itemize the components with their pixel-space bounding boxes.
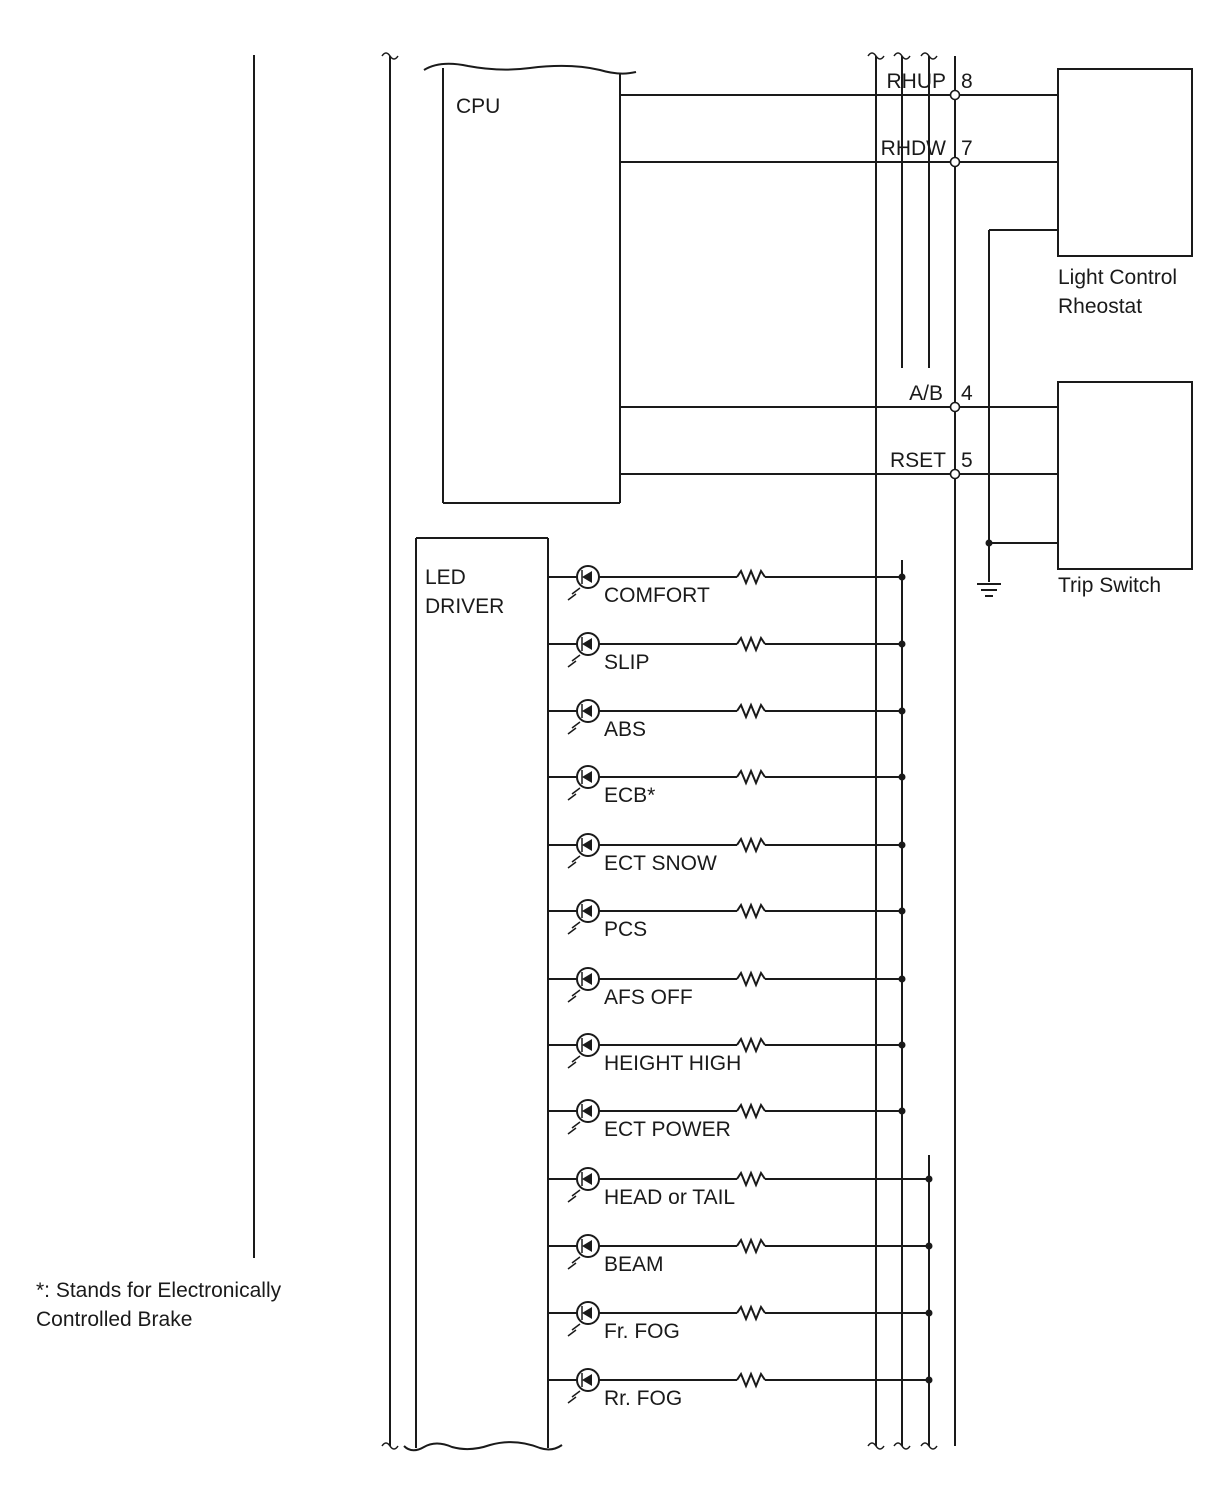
indicator-row: BEAM (548, 1234, 933, 1276)
led-icon (567, 899, 600, 935)
footnote-line2: Controlled Brake (36, 1308, 192, 1331)
pin-number: 8 (961, 70, 973, 93)
footnote-line1: *: Stands for Electronically (36, 1279, 282, 1302)
ecu-boundary-left (381, 52, 399, 1450)
indicator-label: HEAD or TAIL (604, 1186, 735, 1209)
indicator-row: Rr. FOG (548, 1368, 933, 1410)
indicator-label: ECT POWER (604, 1118, 731, 1141)
trip-switch-box (1057, 381, 1193, 570)
indicator-row: ECT SNOW (548, 833, 906, 875)
led-icon (567, 1234, 600, 1270)
resistor-icon (736, 1237, 766, 1255)
indicator-row: HEIGHT HIGH (548, 1033, 906, 1075)
indicator-label: AFS OFF (604, 986, 693, 1009)
junction-dot (898, 640, 906, 648)
led-icon (567, 833, 600, 869)
led-icon (567, 1301, 600, 1337)
led-icon (567, 1167, 600, 1203)
signal-label: RHDW (881, 137, 946, 160)
pin-number: 4 (961, 382, 973, 405)
indicator-row: SLIP (548, 632, 906, 674)
ground-icon (977, 583, 1001, 597)
resistor-icon (736, 1170, 766, 1188)
resistor-icon (736, 702, 766, 720)
resistor-icon (736, 1371, 766, 1389)
ground-wiring (988, 229, 1058, 582)
indicator-label: SLIP (604, 651, 650, 674)
junction-dot (898, 907, 906, 915)
rheostat-label-line2: Rheostat (1058, 295, 1142, 318)
led-icon (567, 765, 600, 801)
indicator-row: ABS (548, 699, 906, 741)
indicator-label: Fr. FOG (604, 1320, 680, 1343)
cpu-block (423, 62, 637, 504)
junction-dot (898, 1107, 906, 1115)
indicator-row: COMFORT (548, 565, 906, 607)
junction-dot (898, 573, 906, 581)
resistor-icon (736, 635, 766, 653)
terminal-ab (949, 401, 961, 413)
indicator-label: COMFORT (604, 584, 710, 607)
junction-dot (898, 841, 906, 849)
led-icon (567, 1033, 600, 1069)
indicator-label: ECT SNOW (604, 852, 717, 875)
resistor-icon (736, 1304, 766, 1322)
led-icon (567, 632, 600, 668)
resistor-icon (736, 1036, 766, 1054)
led-icon (567, 1099, 600, 1135)
indicator-row: AFS OFF (548, 967, 906, 1009)
led-driver-label-line2: DRIVER (425, 595, 504, 618)
indicator-row: PCS (548, 899, 906, 941)
junction-dot (925, 1376, 933, 1384)
terminal-rset (949, 468, 961, 480)
bus-lines (867, 52, 956, 1450)
junction-dot (898, 1041, 906, 1049)
indicator-label: HEIGHT HIGH (604, 1052, 741, 1075)
indicator-row: ECT POWER (548, 1099, 906, 1141)
signal-label: A/B (909, 382, 943, 405)
resistor-icon (736, 1102, 766, 1120)
trip-switch-label: Trip Switch (1058, 574, 1161, 597)
indicator-row: HEAD or TAIL (548, 1167, 933, 1209)
indicator-label: ECB* (604, 784, 655, 807)
signal-label: RHUP (886, 70, 946, 93)
pin-number: 7 (961, 137, 973, 160)
junction-dot (925, 1309, 933, 1317)
cpu-signal-wires (620, 94, 1058, 475)
led-icon (567, 565, 600, 601)
indicator-label: ABS (604, 718, 646, 741)
indicator-rows: COMFORT SLIP ABS ECB* ECT SNOW PCS AFS OFF HEIG… (548, 565, 933, 1410)
resistor-icon (736, 902, 766, 920)
junction-dot (925, 1242, 933, 1250)
resistor-icon (736, 970, 766, 988)
cpu-label: CPU (456, 95, 500, 118)
junction-dot (898, 975, 906, 983)
resistor-icon (736, 568, 766, 586)
resistor-icon (736, 836, 766, 854)
signal-label: RSET (890, 449, 946, 472)
junction-dot (898, 773, 906, 781)
terminal-rhup (949, 89, 961, 101)
ground-junction-dot (985, 539, 993, 547)
indicator-row: ECB* (548, 765, 906, 807)
junction-dot (925, 1175, 933, 1183)
rheostat-label-line1: Light Control (1058, 266, 1177, 289)
terminal-rhdw (949, 156, 961, 168)
indicator-label: BEAM (604, 1253, 664, 1276)
indicator-label: PCS (604, 918, 647, 941)
junction-dot (898, 707, 906, 715)
pin-number: 5 (961, 449, 973, 472)
indicator-label: Rr. FOG (604, 1387, 682, 1410)
led-icon (567, 699, 600, 735)
rheostat-box (1057, 68, 1193, 257)
led-icon (567, 1368, 600, 1404)
led-icon (567, 967, 600, 1003)
led-driver-block (403, 537, 563, 1452)
resistor-icon (736, 768, 766, 786)
led-driver-label-line1: LED (425, 566, 466, 589)
indicator-row: Fr. FOG (548, 1301, 933, 1343)
